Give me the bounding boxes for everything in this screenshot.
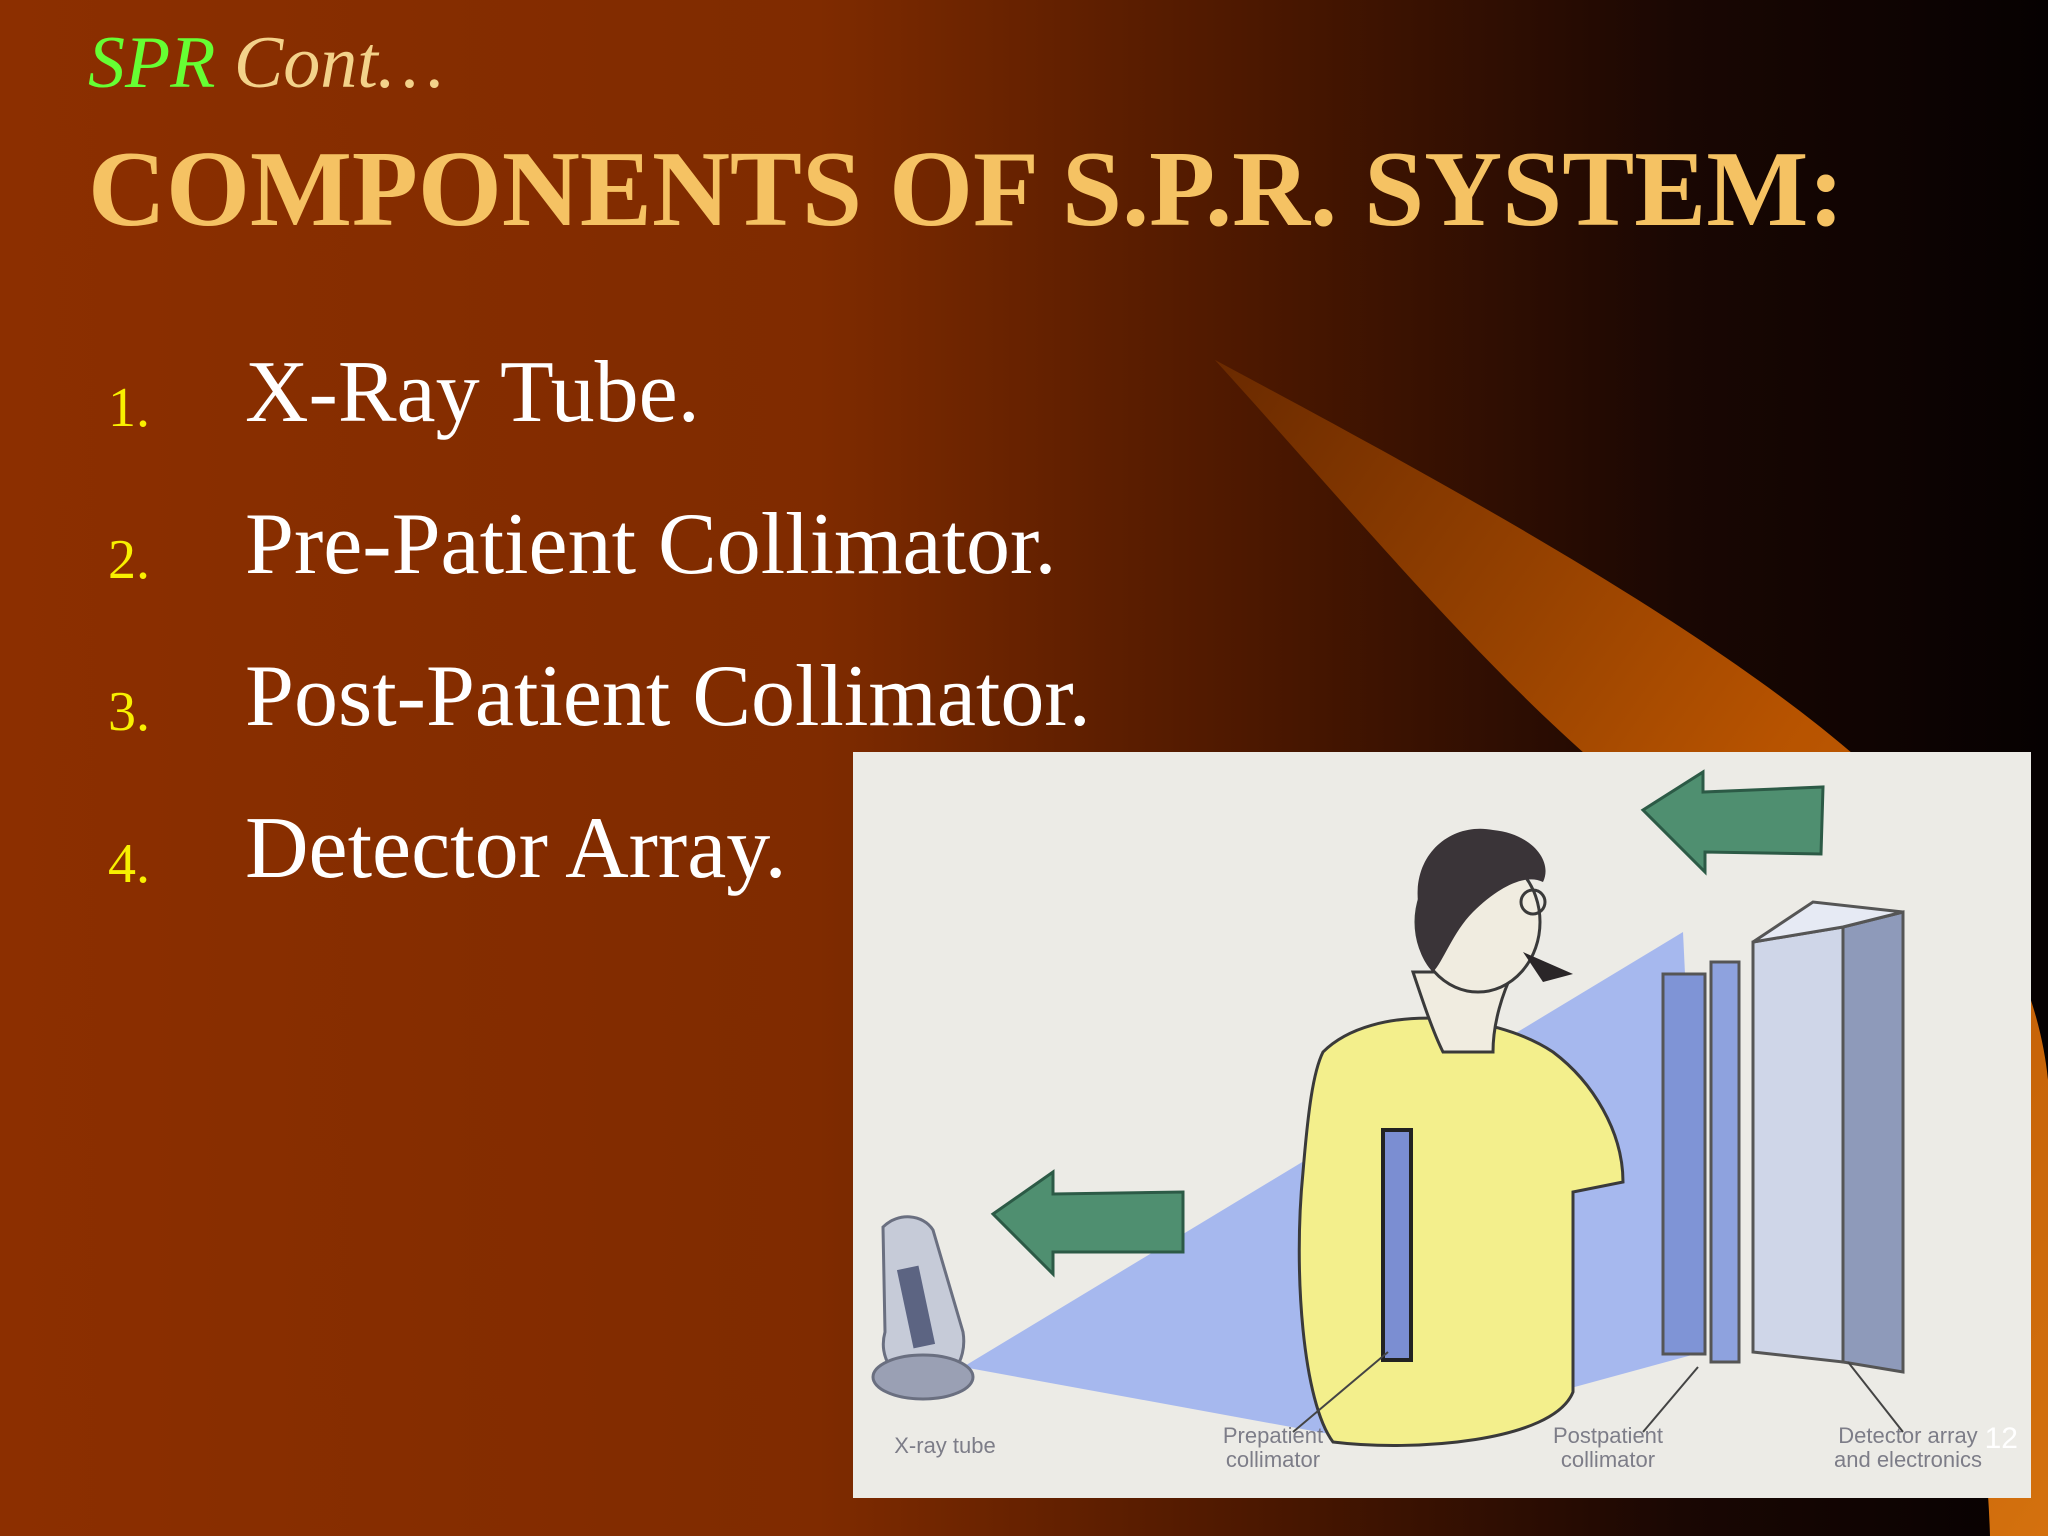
slide-subtitle: SPR Cont… [88, 18, 444, 108]
list-label: Post-Patient Collimator. [245, 648, 1091, 745]
list-item: 3. Post-Patient Collimator. [0, 634, 1200, 754]
arrow-bottom-icon [990, 1169, 1185, 1278]
leader-line [1292, 1351, 1389, 1433]
xray-tube-icon [871, 1215, 975, 1401]
detector-array-side [1841, 910, 1905, 1374]
leader-line [1642, 1366, 1699, 1433]
caption-postpatient-collimator: Postpatient collimator [1552, 1423, 1664, 1472]
slide-title: COMPONENTS OF S.P.R. SYSTEM: [88, 130, 1845, 249]
detector-array-front [1751, 925, 1845, 1364]
patient-hair [1416, 828, 1546, 972]
detector-array-top [1752, 900, 1904, 944]
list-label: Pre-Patient Collimator. [245, 496, 1057, 593]
patient-torso [1297, 1016, 1625, 1447]
caption-xray-tube: X-ray tube [894, 1433, 996, 1458]
list-number: 2. [108, 529, 150, 591]
list-label: Detector Array. [245, 800, 787, 897]
caption-prepatient-collimator: Prepatient collimator [1222, 1423, 1324, 1472]
list-item: 4. Detector Array. [0, 786, 1200, 906]
list-label: X-Ray Tube. [245, 344, 700, 441]
list-item: 1. X-Ray Tube. [0, 330, 1200, 450]
patient-glasses [1519, 888, 1547, 916]
subtitle-accent: SPR [88, 22, 216, 104]
leader-line [1847, 1361, 1904, 1433]
page-number: 12 [1984, 1422, 2018, 1455]
illustration-drawing [871, 769, 1905, 1447]
spr-system-illustration: X-ray tube Prepatient collimator Postpat… [853, 752, 2031, 1498]
arrow-top-icon [1640, 769, 1825, 876]
list-number: 4. [108, 833, 150, 895]
postpatient-collimator-plate [1709, 960, 1741, 1364]
list-number: 1. [108, 377, 150, 439]
subtitle-rest: Cont… [215, 22, 444, 104]
patient-beard [1523, 952, 1573, 982]
prepatient-collimator [1381, 1128, 1413, 1362]
postpatient-collimator [1661, 972, 1707, 1356]
list-number: 3. [108, 681, 150, 743]
list-item: 2. Pre-Patient Collimator. [0, 482, 1200, 602]
caption-detector-array: Detector array and electronics [1834, 1423, 1982, 1472]
